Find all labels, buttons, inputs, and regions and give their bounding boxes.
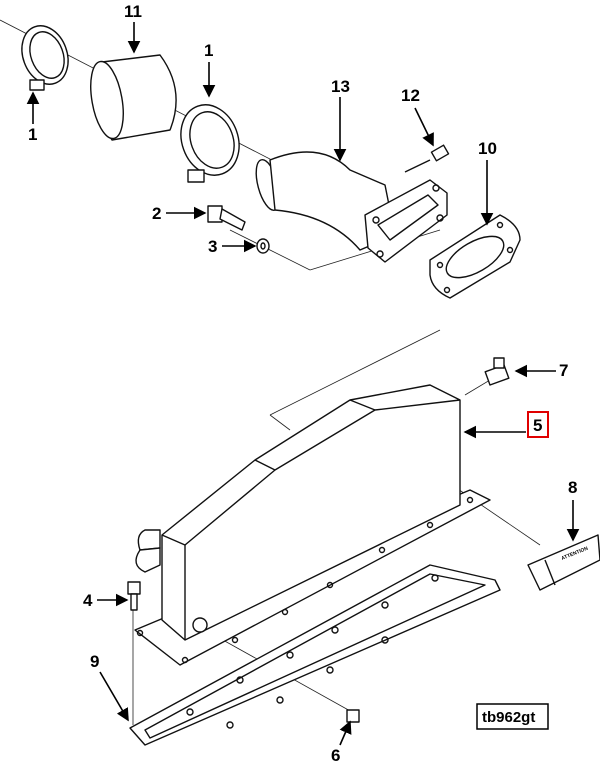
gasket-holes — [186, 574, 439, 729]
screw-6 — [346, 709, 360, 723]
screw-12 — [404, 144, 450, 173]
callouts: 11 1 1 13 12 10 2 3 7 5 8 4 9 6 — [26, 2, 580, 765]
callout-5: 5 — [533, 416, 542, 435]
attention-decal: ATTENTION — [527, 534, 600, 591]
gasket — [429, 214, 521, 299]
intake-elbow — [255, 151, 448, 263]
manifold-gasket — [129, 564, 501, 746]
bolt-2 — [207, 205, 246, 231]
callout-1-left: 1 — [28, 125, 37, 144]
callout-10: 10 — [478, 139, 497, 158]
manifold-bolt-holes — [136, 496, 474, 664]
hose-clamp-right — [180, 104, 240, 183]
callout-12: 12 — [401, 86, 420, 105]
highlight-box — [527, 411, 549, 438]
hose-sleeve — [90, 54, 177, 141]
washer-3 — [256, 238, 270, 254]
callout-2: 2 — [152, 204, 161, 223]
callout-3: 3 — [208, 237, 217, 256]
callout-1-right: 1 — [204, 41, 213, 60]
callout-4: 4 — [83, 591, 93, 610]
callout-11: 11 — [124, 2, 142, 21]
callout-7: 7 — [559, 361, 568, 380]
reference-code: tb962gt — [482, 709, 535, 726]
bolt-4 — [127, 581, 141, 611]
callout-13: 13 — [331, 77, 350, 96]
center-lines — [0, 19, 541, 725]
sensor-7 — [484, 357, 510, 386]
callout-8: 8 — [568, 478, 577, 497]
callout-9: 9 — [90, 652, 99, 671]
reference-code-box: tb962gt — [476, 703, 549, 730]
callout-6: 6 — [331, 746, 340, 765]
intake-manifold — [134, 384, 491, 666]
hose-clamp-left — [21, 25, 69, 91]
